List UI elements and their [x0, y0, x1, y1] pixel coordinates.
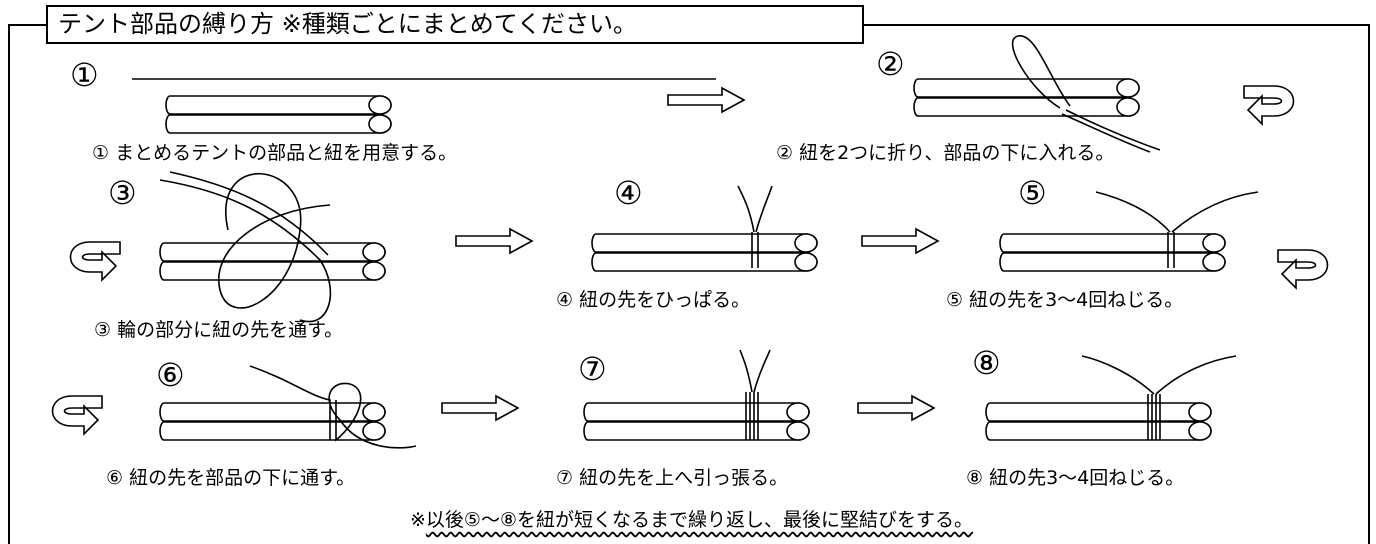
- caption-step-2: ② 紐を2つに折り、部品の下に入れる。: [776, 142, 1115, 164]
- step-number-7: ⑦: [578, 350, 607, 388]
- string-6: [249, 365, 417, 449]
- tent-rods-1: [165, 95, 392, 134]
- step-number-5: ⑤: [1018, 174, 1047, 212]
- uturn-arrow-right-1: [1243, 85, 1295, 125]
- uturn-arrow-left-2: [51, 395, 103, 435]
- right-arrow-5: [857, 395, 935, 421]
- caption-step-5: ⑤ 紐の先を3～4回ねじる。: [946, 289, 1184, 311]
- tent-rods-5: [999, 233, 1226, 272]
- step-number-1: ①: [70, 56, 99, 94]
- uturn-arrow-left-1: [69, 241, 121, 281]
- caption-step-8: ⑧ 紐の先3～4回ねじる。: [966, 467, 1185, 489]
- step-number-8: ⑧: [972, 344, 1001, 382]
- step-number-3: ③: [108, 174, 137, 212]
- string-7: [739, 349, 771, 440]
- step-number-2: ②: [876, 45, 905, 83]
- uturn-arrow-right-2: [1277, 249, 1329, 289]
- caption-step-7: ⑦ 紐の先を上へ引っ張る。: [556, 467, 789, 489]
- string-ends-3: [159, 171, 332, 323]
- tent-rods-3: [159, 242, 386, 281]
- string-5: [1095, 191, 1259, 268]
- caption-step-4: ④ 紐の先をひっぱる。: [556, 289, 751, 311]
- string-loop-3: [217, 172, 331, 309]
- tent-rods-8: [985, 402, 1212, 441]
- string-8: [1081, 355, 1237, 440]
- string-loop-2: [1011, 35, 1071, 109]
- footer-mark: ※: [410, 509, 426, 531]
- string-ends-2: [1061, 109, 1161, 153]
- right-arrow-1: [667, 87, 745, 113]
- footer-text: 以後⑤～⑧を紐が短くなるまで繰り返し、最後に堅結びをする。: [425, 509, 973, 531]
- tent-rods-4: [591, 233, 818, 272]
- tent-rods-2: [913, 78, 1140, 117]
- tent-rods-7: [583, 402, 810, 441]
- right-arrow-4: [441, 395, 519, 421]
- string-4: [737, 185, 773, 268]
- step-number-4: ④: [614, 174, 643, 212]
- tent-rods-6: [159, 402, 386, 441]
- caption-step-6: ⑥ 紐の先を部品の下に通す。: [106, 467, 356, 489]
- footer-note: ※以後⑤～⑧を紐が短くなるまで繰り返し、最後に堅結びをする。: [410, 508, 973, 532]
- right-arrow-2: [455, 228, 533, 254]
- page-title: テント部品の縛り方 ※種類ごとにまとめてください。: [46, 5, 864, 44]
- caption-step-1: ① まとめるテントの部品と紐を用意する。: [92, 142, 458, 164]
- right-arrow-3: [861, 228, 939, 254]
- caption-step-3: ③ 輪の部分に紐の先を通す。: [94, 319, 344, 341]
- step-number-6: ⑥: [156, 356, 185, 394]
